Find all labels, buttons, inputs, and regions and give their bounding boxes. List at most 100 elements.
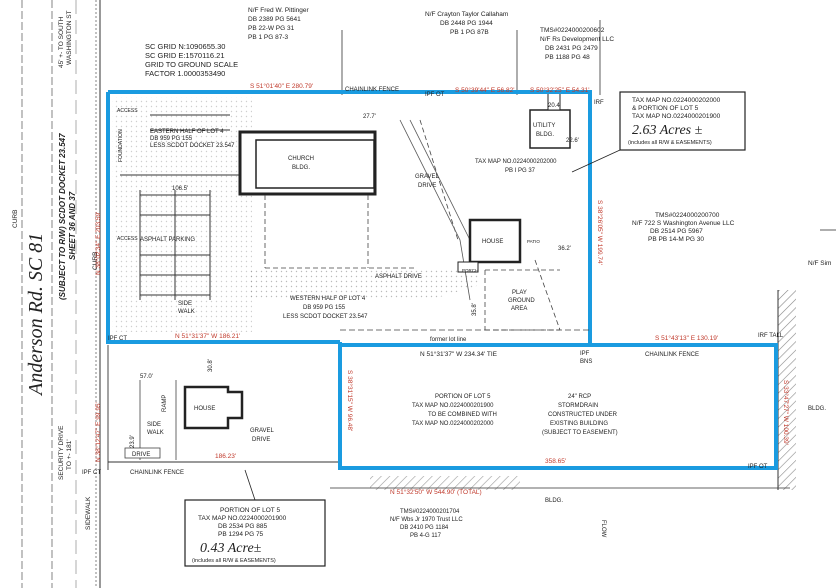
main-tax-line-1: TAX MAP NO.0224000202000 (632, 97, 721, 104)
top-right-owner-4: PB 1188 PG 48 (545, 54, 590, 61)
side-walk-lower-1: SIDE (147, 422, 161, 428)
access-lower: ACCESS (117, 236, 138, 242)
grid-line-2: SC GRID E:1570116.21 (145, 51, 225, 60)
property-boundary (106, 90, 778, 470)
road-top-label-2: WASHINGTON ST (66, 10, 73, 65)
lower-house (124, 380, 244, 460)
drive-label: DRIVE (132, 452, 150, 458)
ipf-bns-1: IPF (580, 351, 590, 357)
dim-30-8: 30.8' (208, 359, 214, 372)
ramp-label: RAMP (162, 395, 168, 412)
main-tax-box (571, 91, 746, 173)
asphalt-parking: ASPHALT PARKING (140, 237, 195, 243)
top-left-owner-1: N/F Fred W. Pittinger (248, 7, 310, 14)
dim-106-5: 106.5' (172, 186, 188, 192)
bottom-owner-3: DB 2410 PG 1184 (400, 525, 449, 531)
main-tax-acres: 2.63 Acres ± (632, 123, 703, 138)
western-half-2: DB 959 PG 155 (303, 305, 346, 311)
lower-tax-acres: 0.43 Acre± (200, 541, 262, 556)
rcp-2: STORMDRAIN (558, 403, 598, 409)
top-mid-owner-3: PB 1 PG 87B (450, 29, 489, 36)
bearing-mid-left: N 51°31'37" W 186.21' (175, 332, 240, 340)
north-neighbor-edge (341, 20, 601, 95)
rcp-4: EXISTING BUILDING (550, 421, 608, 427)
access-upper: ACCESS (117, 108, 138, 114)
road-name: Anderson Rd. SC 81 (25, 233, 47, 397)
utility-label-1: UTILITY (533, 123, 555, 129)
church-label-2: BLDG. (292, 165, 310, 171)
church-building (238, 130, 377, 196)
gravel-drive-top-2: DRIVE (418, 183, 436, 189)
lower-tax-2: TAX MAP NO.0224000201900 (198, 515, 287, 522)
bearing-total: N 51°32'50" W 544.90' (TOTAL) (390, 488, 482, 496)
lower-tax-box (184, 469, 326, 567)
asphalt-drive (250, 270, 480, 300)
bearing-bottom-lower: 358.65' (545, 458, 566, 465)
eastern-half-3: LESS SCDOT DOCKET 23.547 (150, 143, 235, 149)
far-right-owner: N/F Sim (808, 260, 831, 267)
grid-line-4: FACTOR 1.0000353490 (145, 69, 225, 78)
bearing-east-lower: S 33°47'27" W 100.39' (782, 380, 790, 445)
house-lower-label: HOUSE (194, 406, 215, 412)
east-owner-4: PB PB 14-M PG 30 (648, 236, 704, 243)
tax-map-main-2: PB I PG 37 (505, 168, 536, 174)
security-drive-1: SECURITY DRIVE (58, 425, 65, 480)
former-lot-line-label: former lot line (430, 337, 467, 343)
bldg-bottom: BLDG. (545, 498, 563, 504)
bearing-west-upper: N 38°02'34" E 203.59' (94, 212, 102, 275)
top-right-owner-1: TMS#0224000200602 (540, 27, 605, 34)
eastern-half-2: DB 959 PG 155 (150, 136, 193, 142)
dim-23-9: 23.9' (130, 435, 136, 448)
east-owner-1: TMS#0224000200700 (655, 212, 720, 219)
bearing-inner-vertical: S 38°31'15" W 96.48' (346, 370, 354, 431)
south-neighbor-edge (330, 476, 790, 490)
ipf-bns-2: BNS (580, 359, 592, 365)
curb-mid: CURB (92, 252, 99, 270)
dim-57-0: 57.0' (140, 374, 153, 380)
utility-building (529, 92, 571, 149)
side-walk-upper-2: WALK (178, 309, 195, 315)
portion-lot5-3: TO BE COMBINED WITH (428, 412, 497, 418)
grid-line-1: SC GRID N:1090655.30 (145, 42, 225, 51)
western-half-1: WESTERN HALF OF LOT 4 (290, 296, 366, 302)
top-right-owner-2: N/F Rs Development LLC (540, 36, 614, 43)
tax-map-main-1: TAX MAP NO.0224000202000 (475, 159, 557, 165)
upper-house (457, 218, 522, 273)
bottom-owner-1: TMS#0224000201704 (400, 509, 460, 515)
bearing-tie: N 51°31'37" W 234.34' TIE (420, 350, 498, 358)
dim-36-2: 36.2' (558, 246, 571, 252)
gravel-drive-outline (399, 119, 471, 301)
top-left-owner-2: DB 2389 PG 5641 (248, 16, 301, 23)
top-mid-owner-2: DB 2448 PG 1944 (440, 20, 493, 27)
curb-top: CURB (12, 210, 19, 228)
patio: PATIO (527, 239, 540, 244)
play-area-2: GROUND (508, 298, 535, 304)
lower-tax-3: DB 2534 PG 885 (218, 523, 268, 530)
chainlink-top: CHAINLINK FENCE (345, 87, 399, 93)
ipf-ct-upper: IPF CT (108, 336, 127, 342)
security-drive-2: TO +- 181' (66, 439, 73, 470)
western-half-3: LESS SCDOT DOCKET 23.547 (283, 314, 368, 320)
lower-tax-1: PORTION OF LOT 5 (220, 507, 280, 514)
east-owner-2: N/F 722 S Washington Avenue LLC (632, 220, 735, 227)
bearing-top-1: S 51°01'40" E 280.79' (250, 82, 313, 90)
east-neighbor-edge (777, 229, 836, 490)
chainlink-mid: CHAINLINK FENCE (645, 352, 699, 358)
church-label-1: CHURCH (288, 156, 314, 162)
top-left-owner-4: PB 1 PG 87-3 (248, 34, 288, 41)
main-tax-line-2: & PORTION OF LOT 5 (632, 105, 699, 112)
eastern-half-1: EASTERN HALF OF LOT 4 (150, 129, 224, 135)
rcp-5: (SUBJECT TO EASEMENT) (542, 430, 618, 436)
ipf-ct-lower: IPF CT (82, 470, 101, 476)
utility-label-2: BLDG. (536, 132, 554, 138)
lower-lot-lines (107, 345, 338, 470)
parking-area (112, 97, 252, 332)
bearing-bottom-small: 186.23' (215, 453, 236, 460)
play-area-3: AREA (511, 306, 527, 312)
road-lines (21, 0, 101, 588)
portion-lot5-2: TAX MAP NO.0224000201900 (412, 403, 494, 409)
rcp-1: 24" RCP (568, 394, 591, 400)
gravel-drive-top-1: GRAVEL (415, 174, 440, 180)
ipf-ot-right: IPF OT (748, 464, 768, 470)
